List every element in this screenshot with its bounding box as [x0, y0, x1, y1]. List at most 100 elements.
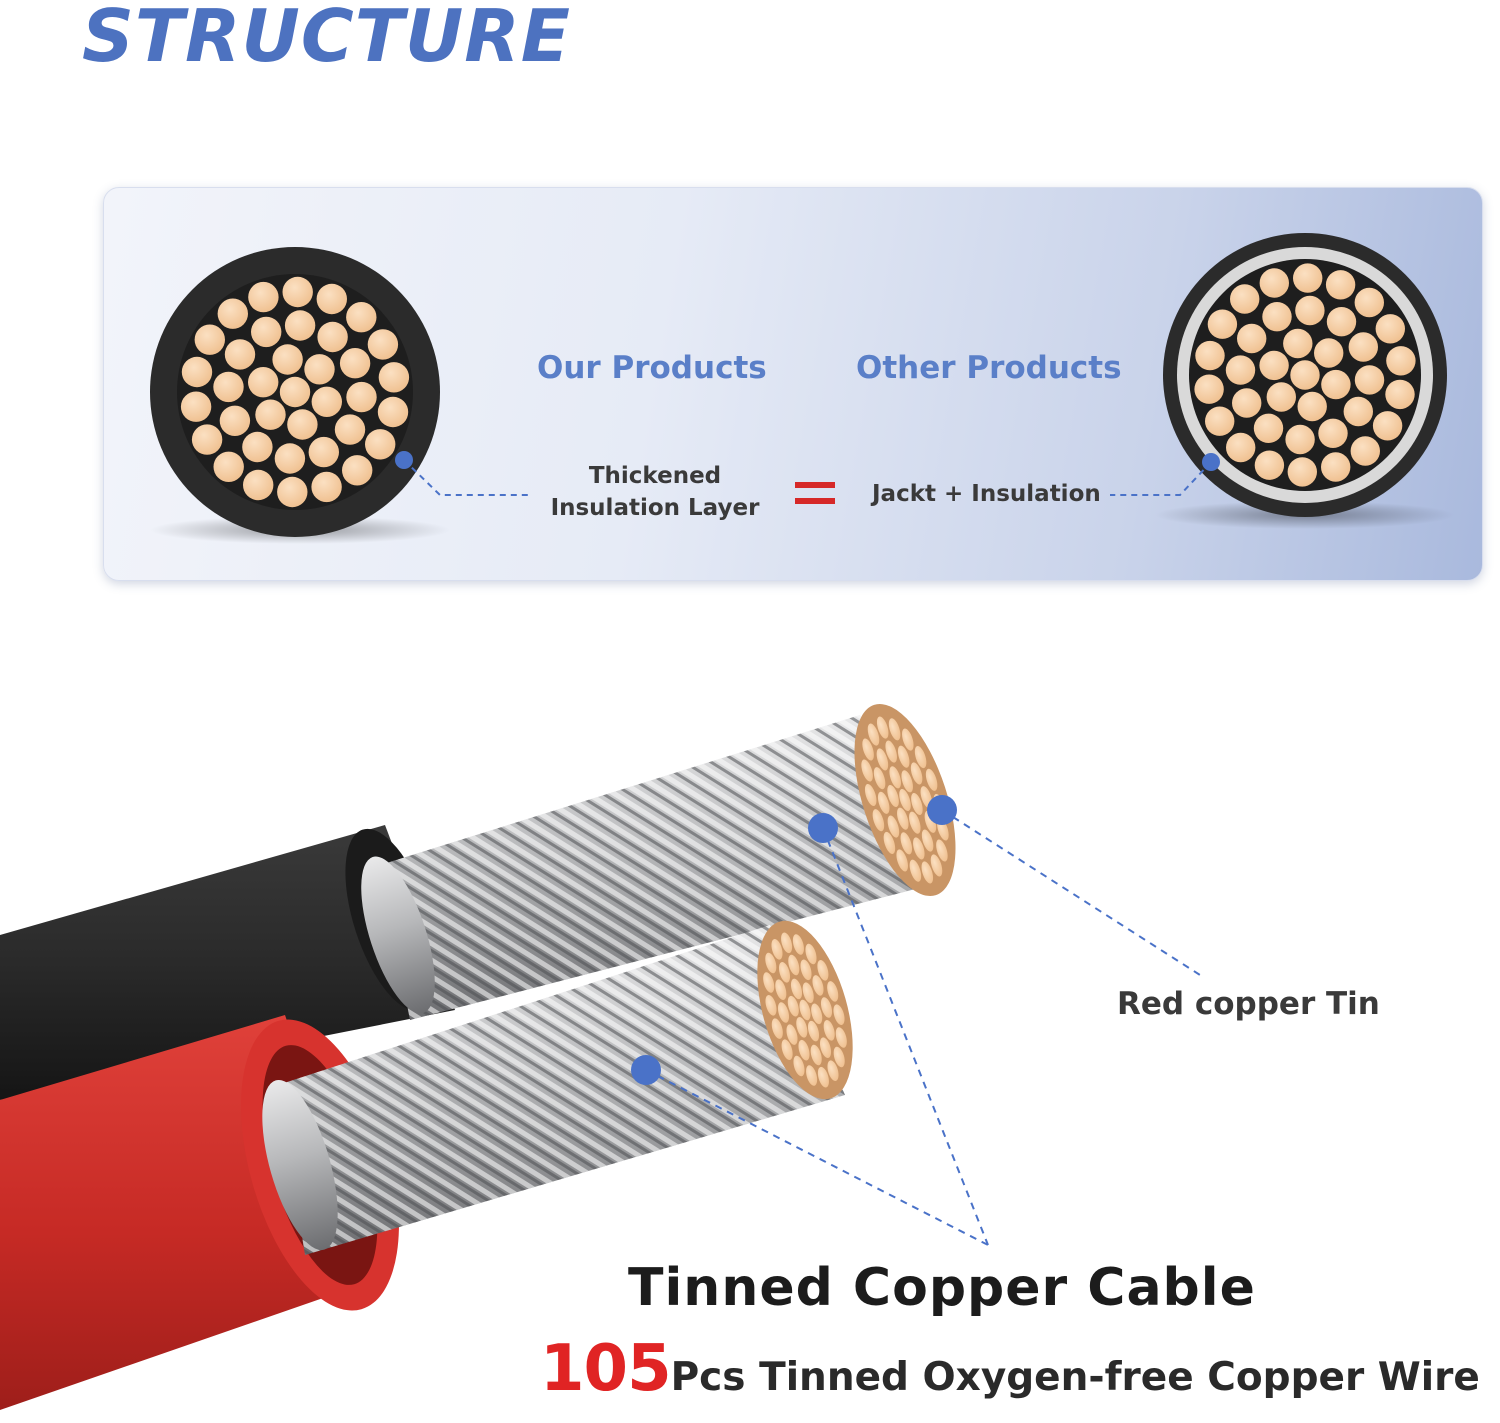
- equals-icon: [795, 482, 835, 506]
- copper-strand: [914, 746, 927, 769]
- copper-strand: [317, 321, 348, 353]
- copper-strand: [1225, 355, 1256, 385]
- red-wire-callout-dot-icon: [631, 1055, 661, 1085]
- cable-illustration: [0, 704, 1201, 1410]
- copper-strand: [279, 376, 311, 408]
- copper-strand: [1232, 388, 1262, 418]
- copper-strand: [788, 954, 800, 976]
- copper-strand: [786, 1024, 798, 1045]
- copper-strand: [896, 849, 908, 872]
- comparison-graphics: [150, 233, 1455, 544]
- copper-strand: [902, 728, 914, 751]
- copper-strand: [1207, 309, 1238, 339]
- black-wire-callout-dot-icon: [808, 813, 838, 843]
- copper-strand: [781, 932, 793, 954]
- copper-strand: [901, 770, 913, 793]
- copper-strand: [248, 281, 279, 313]
- copper-strand: [777, 1002, 790, 1023]
- copper-strand: [243, 469, 274, 501]
- copper-strand: [778, 962, 791, 983]
- copper-strand: [765, 995, 777, 1016]
- copper-strand: [798, 1039, 810, 1061]
- copper-strand: [224, 339, 256, 370]
- copper-strand: [765, 952, 777, 974]
- copper-strand: [872, 809, 885, 832]
- copper-strand: [796, 1017, 808, 1038]
- copper-strand: [819, 1037, 832, 1058]
- copper-strand: [255, 399, 286, 430]
- copper-strand: [827, 981, 839, 1002]
- copper-strand: [1325, 270, 1356, 300]
- copper-strand: [217, 298, 248, 329]
- copper-strand: [910, 762, 923, 785]
- copper-strand: [367, 329, 399, 360]
- copper-strand: [1350, 436, 1381, 466]
- copper-strand: [1293, 263, 1323, 293]
- copper-strand: [877, 791, 890, 814]
- ours-note-line-2: Insulation Layer: [550, 495, 760, 521]
- copper-strand: [339, 348, 371, 379]
- copper-strand: [1375, 314, 1406, 344]
- copper-strand: [1259, 350, 1289, 381]
- copper-strand: [833, 1004, 845, 1025]
- strand-count: 105: [540, 1332, 672, 1406]
- copper-strand: [1354, 365, 1385, 395]
- other-products-heading: Other Products: [856, 350, 1122, 386]
- copper-strand: [793, 1055, 805, 1077]
- copper-strand: [248, 367, 279, 398]
- copper-strand: [781, 1039, 793, 1060]
- copper-strand: [316, 283, 347, 315]
- copper-strand: [876, 716, 889, 739]
- copper-strand: [897, 745, 910, 768]
- cable-callouts: [631, 795, 1201, 1246]
- others-leader-line: [1110, 461, 1212, 496]
- red-copper-tin-label: Red copper Tin: [1117, 986, 1380, 1022]
- page-title: STRUCTURE: [82, 0, 571, 78]
- copper-strand: [800, 959, 812, 981]
- copper-strand: [802, 982, 814, 1003]
- copper-strand: [771, 939, 783, 960]
- copper-strand: [805, 943, 817, 965]
- copper-strand: [219, 405, 251, 436]
- copper-strand: [823, 1020, 835, 1041]
- others-insulation-note: Jackt + Insulation: [872, 481, 1101, 507]
- copper-strand: [213, 451, 244, 482]
- copper-strand: [817, 960, 829, 981]
- copper-strand: [1194, 374, 1224, 404]
- copper-strand: [1205, 406, 1235, 436]
- copper-strand: [873, 767, 886, 790]
- copper-strand: [251, 316, 282, 348]
- copper-strand: [790, 978, 803, 1000]
- copper-strand: [346, 302, 377, 333]
- copper-strand: [308, 436, 339, 468]
- copper-strand: [807, 1020, 820, 1042]
- ours-callout-dot-icon: [395, 451, 413, 469]
- copper-strand: [311, 471, 342, 503]
- copper-strand: [887, 784, 899, 808]
- copper-strand: [876, 748, 889, 771]
- copper-strand: [817, 1066, 829, 1088]
- copper-strand: [1372, 411, 1403, 441]
- copper-strand: [287, 409, 318, 440]
- copper-strand: [1321, 452, 1351, 482]
- copper-strand: [899, 788, 911, 812]
- copper-strand: [889, 766, 901, 789]
- copper-strand: [921, 861, 934, 884]
- copper-strand: [1318, 418, 1348, 448]
- copper-strand: [897, 807, 909, 830]
- copper-strand: [811, 1003, 823, 1025]
- copper-strand: [900, 832, 913, 855]
- copper-strand: [1326, 307, 1357, 337]
- copper-strand: [1230, 284, 1260, 314]
- copper-strand: [909, 811, 921, 834]
- cable-spec: 105Pcs Tinned Oxygen-free Copper Wire: [540, 1332, 1480, 1406]
- copper-strand: [1354, 287, 1385, 318]
- copper-strand: [862, 738, 874, 761]
- copper-strand: [1226, 432, 1256, 463]
- copper-strand: [787, 995, 799, 1017]
- copper-strand: [925, 768, 938, 791]
- copper-strand: [213, 371, 244, 403]
- copper-strand: [1385, 379, 1415, 410]
- copper-strand: [833, 1046, 845, 1068]
- copper-strand: [810, 1044, 822, 1066]
